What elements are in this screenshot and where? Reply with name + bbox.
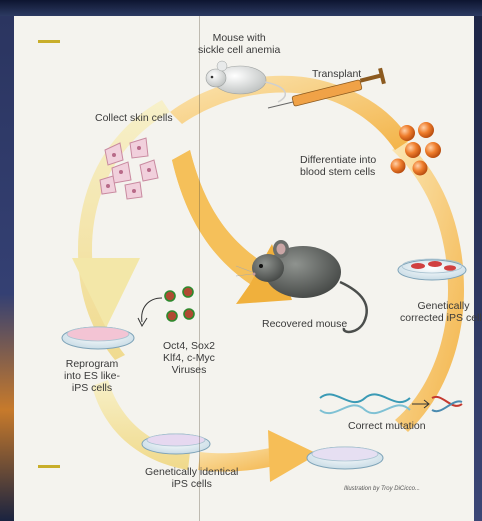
label-recovered-mouse: Recovered mouse	[262, 318, 347, 330]
label-identical-ips: Genetically identical iPS cells	[145, 466, 238, 490]
label-mouse-sickle: Mouse with sickle cell anemia	[198, 32, 280, 56]
label-corrected-ips: Genetically corrected iPS cells	[400, 300, 482, 324]
arrow-head-down	[72, 258, 140, 328]
cycle-arrow-top	[170, 76, 410, 150]
illustration-credit: Illustration by Troy DiCicco...	[344, 486, 420, 492]
dna-strand	[320, 394, 462, 413]
label-collect-skin: Collect skin cells	[95, 112, 173, 124]
dish-reprogram	[62, 327, 134, 349]
page-fold-line	[199, 16, 200, 521]
label-correct-mutation: Correct mutation	[348, 420, 426, 432]
label-factors: Oct4, Sox2 Klf4, c-Myc Viruses	[163, 340, 215, 376]
label-reprogram: Reprogram into ES like- iPS cells	[64, 358, 120, 394]
dish-correct-mutation	[307, 447, 383, 469]
virus-cluster	[138, 287, 194, 326]
label-differentiate: Differentiate into blood stem cells	[300, 154, 376, 178]
label-transplant: Transplant	[312, 68, 361, 80]
cycle-arrow-left	[78, 100, 170, 360]
